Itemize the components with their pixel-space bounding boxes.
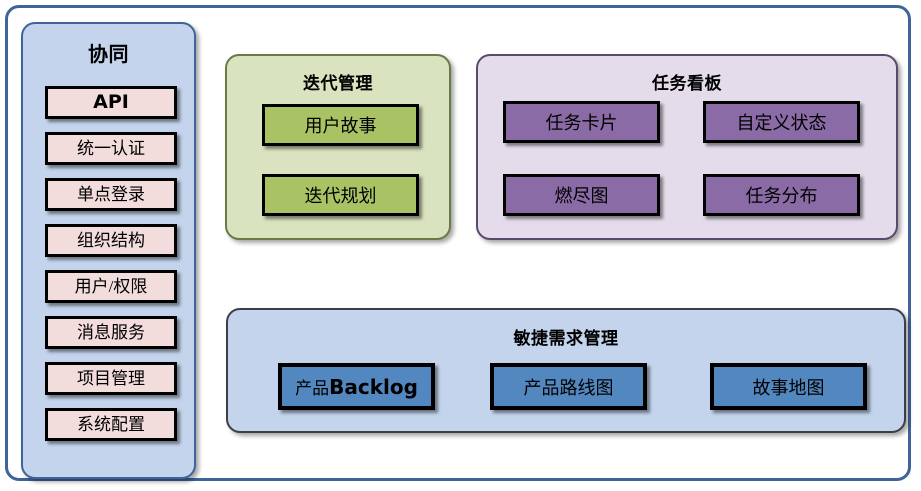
panel-task-board-title: 任务看板	[652, 74, 722, 94]
iteration-item-iteration-planning[interactable]: 迭代规划	[262, 174, 419, 216]
sidebar-item-org-structure[interactable]: 组织结构	[45, 224, 177, 257]
panel-collaboration[interactable]: 协同 API 统一认证 单点登录 组织结构 用户/权限 消息服务 项目管理 系统…	[21, 22, 196, 479]
panel-agile-requirement-management-title: 敏捷需求管理	[513, 329, 619, 349]
taskboard-item-task-distribution[interactable]: 任务分布	[703, 174, 860, 216]
sidebar-item-api[interactable]: API	[45, 86, 177, 119]
agile-item-story-map[interactable]: 故事地图	[710, 363, 867, 410]
agile-item-product-roadmap[interactable]: 产品路线图	[490, 363, 647, 410]
taskboard-item-task-card[interactable]: 任务卡片	[503, 101, 660, 143]
sidebar-item-unified-auth[interactable]: 统一认证	[45, 132, 177, 165]
agile-item-product-backlog-latin: Backlog	[329, 374, 418, 399]
taskboard-item-custom-status[interactable]: 自定义状态	[703, 101, 860, 143]
panel-collaboration-title: 协同	[88, 42, 129, 66]
sidebar-item-message-service[interactable]: 消息服务	[45, 316, 177, 349]
diagram-outer-frame: 协同 API 统一认证 单点登录 组织结构 用户/权限 消息服务 项目管理 系统…	[5, 5, 911, 481]
sidebar-item-user-permission[interactable]: 用户/权限	[45, 270, 177, 303]
iteration-item-user-story[interactable]: 用户故事	[262, 104, 419, 146]
taskboard-item-burndown-chart[interactable]: 燃尽图	[503, 174, 660, 216]
panel-task-board[interactable]: 任务看板 任务卡片 自定义状态 燃尽图 任务分布	[476, 54, 898, 240]
sidebar-item-project-management[interactable]: 项目管理	[45, 362, 177, 395]
sidebar-item-sso[interactable]: 单点登录	[45, 178, 177, 211]
panel-iteration-management-title: 迭代管理	[303, 74, 373, 94]
agile-item-product-backlog-prefix: 产品	[295, 379, 330, 398]
sidebar-item-system-config[interactable]: 系统配置	[45, 408, 177, 441]
panel-iteration-management[interactable]: 迭代管理 用户故事 迭代规划	[225, 54, 451, 240]
